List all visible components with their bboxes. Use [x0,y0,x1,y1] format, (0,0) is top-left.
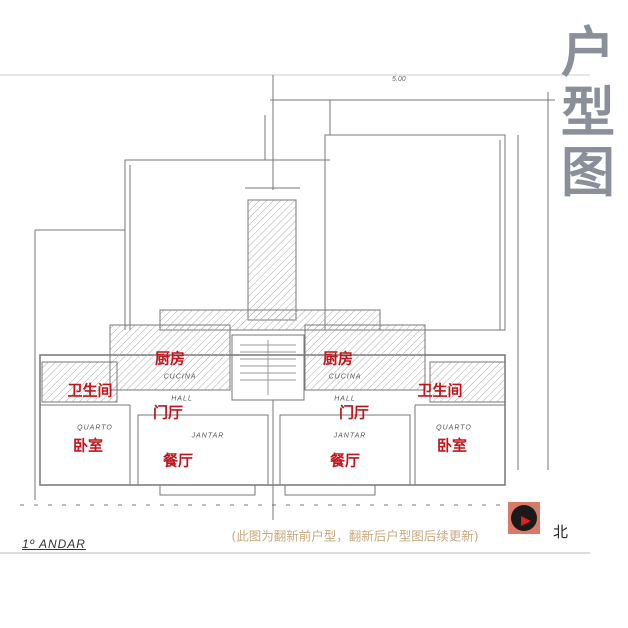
dimension-top: 5.00 [392,76,406,83]
room-label-dining-left: 餐厅 [162,451,194,470]
floor-label: 1º ANDAR [22,537,86,551]
compass-icon [508,502,540,534]
sketch-label-cucina-right: CUCINA [328,373,362,381]
room-label-bathroom-left: 卫生间 [67,381,113,400]
title-char: 户 [561,20,615,84]
title-char: 型 [561,80,615,144]
room-label-bedroom-right: 卧室 [436,436,468,455]
sketch-label-quarto-left: QUARTO [77,424,113,432]
title-char: 图 [561,140,615,204]
room-label-kitchen-left: 厨房 [154,349,186,368]
room-label-hall-right: 门厅 [338,403,370,422]
page-title: 户 型 图 [556,22,620,202]
sketch-label-quarto-right: QUARTO [436,424,472,432]
room-label-kitchen-right: 厨房 [322,349,354,368]
sketch-label-hall-left: HALL [171,395,193,403]
room-label-dining-right: 餐厅 [329,451,361,470]
sketch-label-jantar-left: JANTAR [191,432,225,440]
room-label-hall-left: 门厅 [152,403,184,422]
sketch-label-jantar-right: JANTAR [333,432,367,440]
room-label-bathroom-right: 卫生间 [417,381,463,400]
sketch-label-hall-right: HALL [334,395,356,403]
north-label: 北 [553,523,569,541]
room-label-bedroom-left: 卧室 [72,436,104,455]
caption: (此图为翻新前户型，翻新后户型图后续更新) [231,528,479,544]
sketch-label-cucina-left: CUCINA [163,373,197,381]
